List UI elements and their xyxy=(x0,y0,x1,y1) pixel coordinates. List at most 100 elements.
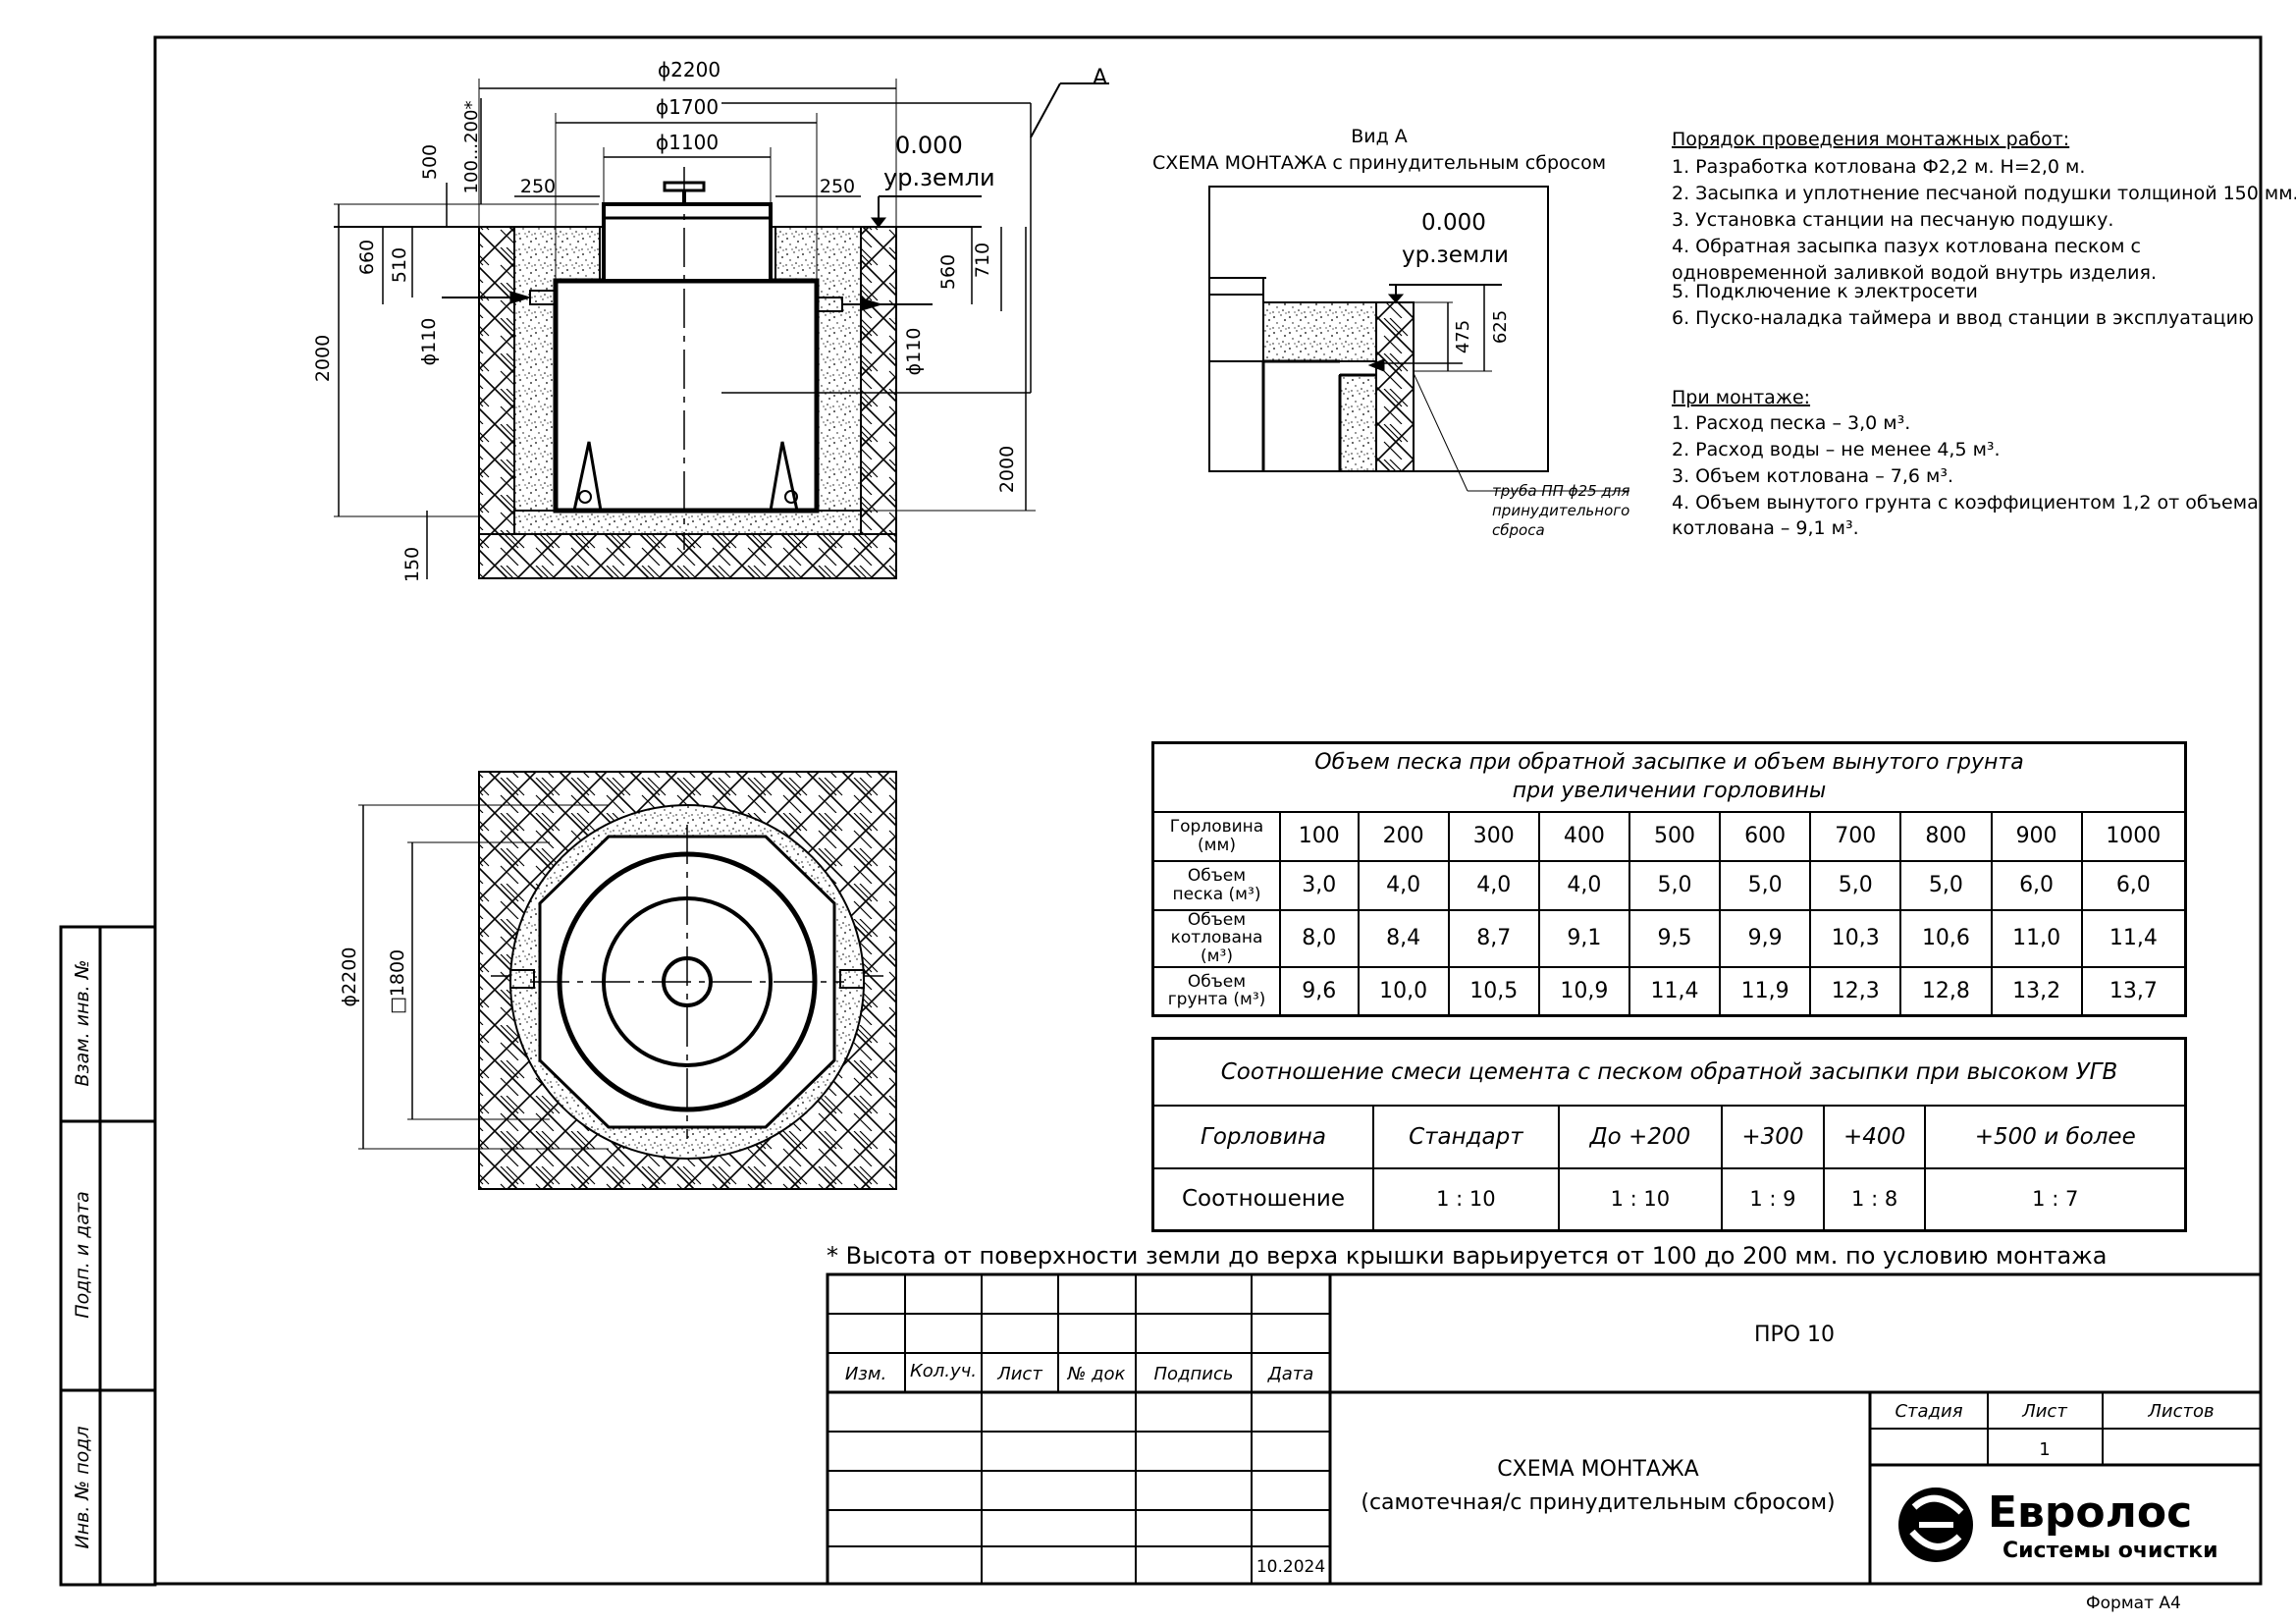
cell: 13,7 xyxy=(2080,965,2187,1017)
cell: 1 : 7 xyxy=(1924,1166,2187,1232)
ratio-table-title: Соотношение смеси цемента с песком обрат… xyxy=(1151,1037,2187,1107)
dim-500: 500 xyxy=(419,144,441,180)
mount-item: 2. Расход воды – не менее 4,5 м³. xyxy=(1672,439,2001,460)
dim-d2200: ϕ2200 xyxy=(658,58,721,81)
table-row: Соотношение 1 : 10 1 : 10 1 : 9 1 : 8 1 … xyxy=(1151,1166,2187,1232)
tb-name-2: (самотечная/с принудительным сбросом) xyxy=(1361,1490,1835,1515)
level-value: 0.000 xyxy=(895,132,963,159)
format-label: Формат А4 xyxy=(2086,1594,2181,1613)
cell: 200 xyxy=(1357,810,1450,862)
table-row: Горловина Стандарт До +200 +300 +400 +50… xyxy=(1151,1104,2187,1169)
dim-2000-right: 2000 xyxy=(996,446,1018,493)
dim-100-200: 100...200* xyxy=(461,101,482,194)
row-header-line: Объем xyxy=(1187,865,1247,886)
plan-view xyxy=(358,771,897,1190)
cell: 8,0 xyxy=(1279,908,1360,968)
note-step: одновременной заливкой водой внутрь изде… xyxy=(1672,262,2157,284)
view-a-level-label: ур.земли xyxy=(1402,243,1509,268)
row-header: Объем грунта (м³) xyxy=(1151,965,1281,1017)
stamp-inv: Инв. № подл xyxy=(72,1426,93,1548)
dim-510: 510 xyxy=(389,247,410,283)
notes-heading: Порядок проведения монтажных работ: xyxy=(1672,129,2069,150)
dim-710: 710 xyxy=(972,243,993,278)
row-header: Объем котлована (м³) xyxy=(1151,908,1281,968)
tb-col-sign: Подпись xyxy=(1154,1364,1234,1384)
volume-table-title: Объем песка при обратной засыпке и объем… xyxy=(1151,741,2187,813)
dim-250-left: 250 xyxy=(520,176,556,197)
note-step: 5. Подключение к электросети xyxy=(1672,281,1978,302)
cell: 1 : 8 xyxy=(1822,1166,1927,1232)
cell: 600 xyxy=(1719,810,1812,862)
mount-item: 1. Расход песка – 3,0 м³. xyxy=(1672,412,1910,434)
cell: 1 : 9 xyxy=(1721,1166,1825,1232)
row-header-line: песка (м³) xyxy=(1172,884,1261,904)
cell: 1 : 10 xyxy=(1372,1166,1560,1232)
cell: 10,0 xyxy=(1357,965,1450,1017)
cell: 800 xyxy=(1899,810,1993,862)
cell: 9,1 xyxy=(1537,908,1630,968)
tb-col-list: Лист xyxy=(996,1364,1042,1384)
dim-660: 660 xyxy=(356,240,378,275)
tb-col-doc: № док xyxy=(1067,1364,1126,1384)
mount-item: 3. Объем котлована – 7,6 м³. xyxy=(1672,465,1953,487)
volume-table: Объем песка при обратной засыпке и объем… xyxy=(1151,741,2187,1018)
dim-560: 560 xyxy=(937,254,959,290)
row-header: Горловина (мм) xyxy=(1151,810,1281,862)
dim-pipe-right: ϕ110 xyxy=(903,328,925,376)
cell: Стандарт xyxy=(1372,1104,1560,1169)
cell: 9,5 xyxy=(1628,908,1722,968)
cell: 1 : 10 xyxy=(1557,1166,1724,1232)
dim-d1100: ϕ1100 xyxy=(656,131,719,154)
cell: 10,5 xyxy=(1447,965,1540,1017)
cell: 8,7 xyxy=(1447,908,1540,968)
row-header-line: Горловина xyxy=(1169,816,1264,837)
volume-title-line1: Объем песка при обратной засыпке и объем… xyxy=(1314,750,2024,776)
dim-250-right: 250 xyxy=(820,176,855,197)
footnote: * Высота от поверхности земли до верха к… xyxy=(827,1242,2108,1270)
mount-heading: При монтаже: xyxy=(1672,387,1810,408)
view-a-detail xyxy=(1208,186,1629,492)
cell: 12,8 xyxy=(1899,965,1993,1017)
mount-item: 4. Объем вынутого грунта с коэффициентом… xyxy=(1672,492,2259,514)
cell: 100 xyxy=(1279,810,1360,862)
cell: 1000 xyxy=(2080,810,2187,862)
cell: 5,0 xyxy=(1809,859,1902,911)
cell: 900 xyxy=(1990,810,2083,862)
tb-product: ПРО 10 xyxy=(1754,1323,1835,1347)
callout-a: А xyxy=(1093,66,1107,90)
row-header-line: грунта (м³) xyxy=(1167,990,1266,1010)
cell: 6,0 xyxy=(2080,859,2187,911)
tb-sheets-label: Листов xyxy=(2147,1401,2214,1422)
cell: +400 xyxy=(1822,1104,1927,1169)
dim-150: 150 xyxy=(401,547,423,582)
cell: 4,0 xyxy=(1537,859,1630,911)
plan-dim-sq1800: □1800 xyxy=(387,949,408,1014)
title-block xyxy=(826,1272,2263,1586)
cell: 11,9 xyxy=(1719,965,1812,1017)
row-header-line: Объем xyxy=(1187,971,1247,992)
pipe-note-3: сброса xyxy=(1492,521,1545,539)
ratio-table: Соотношение смеси цемента с песком обрат… xyxy=(1151,1037,2187,1232)
tb-date: 10.2024 xyxy=(1256,1557,1325,1577)
cell: 12,3 xyxy=(1809,965,1902,1017)
row-header-line: котлована (м³) xyxy=(1170,928,1263,966)
table-row: Объем грунта (м³) 9,6 10,0 10,5 10,9 11,… xyxy=(1151,965,2187,1017)
view-a-subtitle: СХЕМА МОНТАЖА с принудительным сбросом xyxy=(1152,152,1606,174)
row-header-line: (мм) xyxy=(1198,835,1236,855)
row-header: Объем песка (м³) xyxy=(1151,859,1281,911)
cell: 10,9 xyxy=(1537,965,1630,1017)
cell: 4,0 xyxy=(1357,859,1450,911)
view-a-dim-625: 625 xyxy=(1490,310,1511,344)
cell: 13,2 xyxy=(1990,965,2083,1017)
cell: 300 xyxy=(1447,810,1540,862)
stamp-vzam: Взам. инв. № xyxy=(72,959,93,1086)
tb-col-date: Дата xyxy=(1267,1364,1314,1384)
eurolos-logo-icon xyxy=(1898,1488,1973,1562)
table-row: Объем котлована (м³) 8,0 8,4 8,7 9,1 9,5… xyxy=(1151,908,2187,968)
view-a-level-value: 0.000 xyxy=(1421,210,1486,236)
cell: 9,9 xyxy=(1719,908,1812,968)
mount-item: котлована – 9,1 м³. xyxy=(1672,517,1859,539)
company-sub: Системы очистки xyxy=(2002,1539,2218,1563)
dim-2000-left: 2000 xyxy=(312,335,334,382)
tb-col-izm: Изм. xyxy=(845,1364,886,1384)
